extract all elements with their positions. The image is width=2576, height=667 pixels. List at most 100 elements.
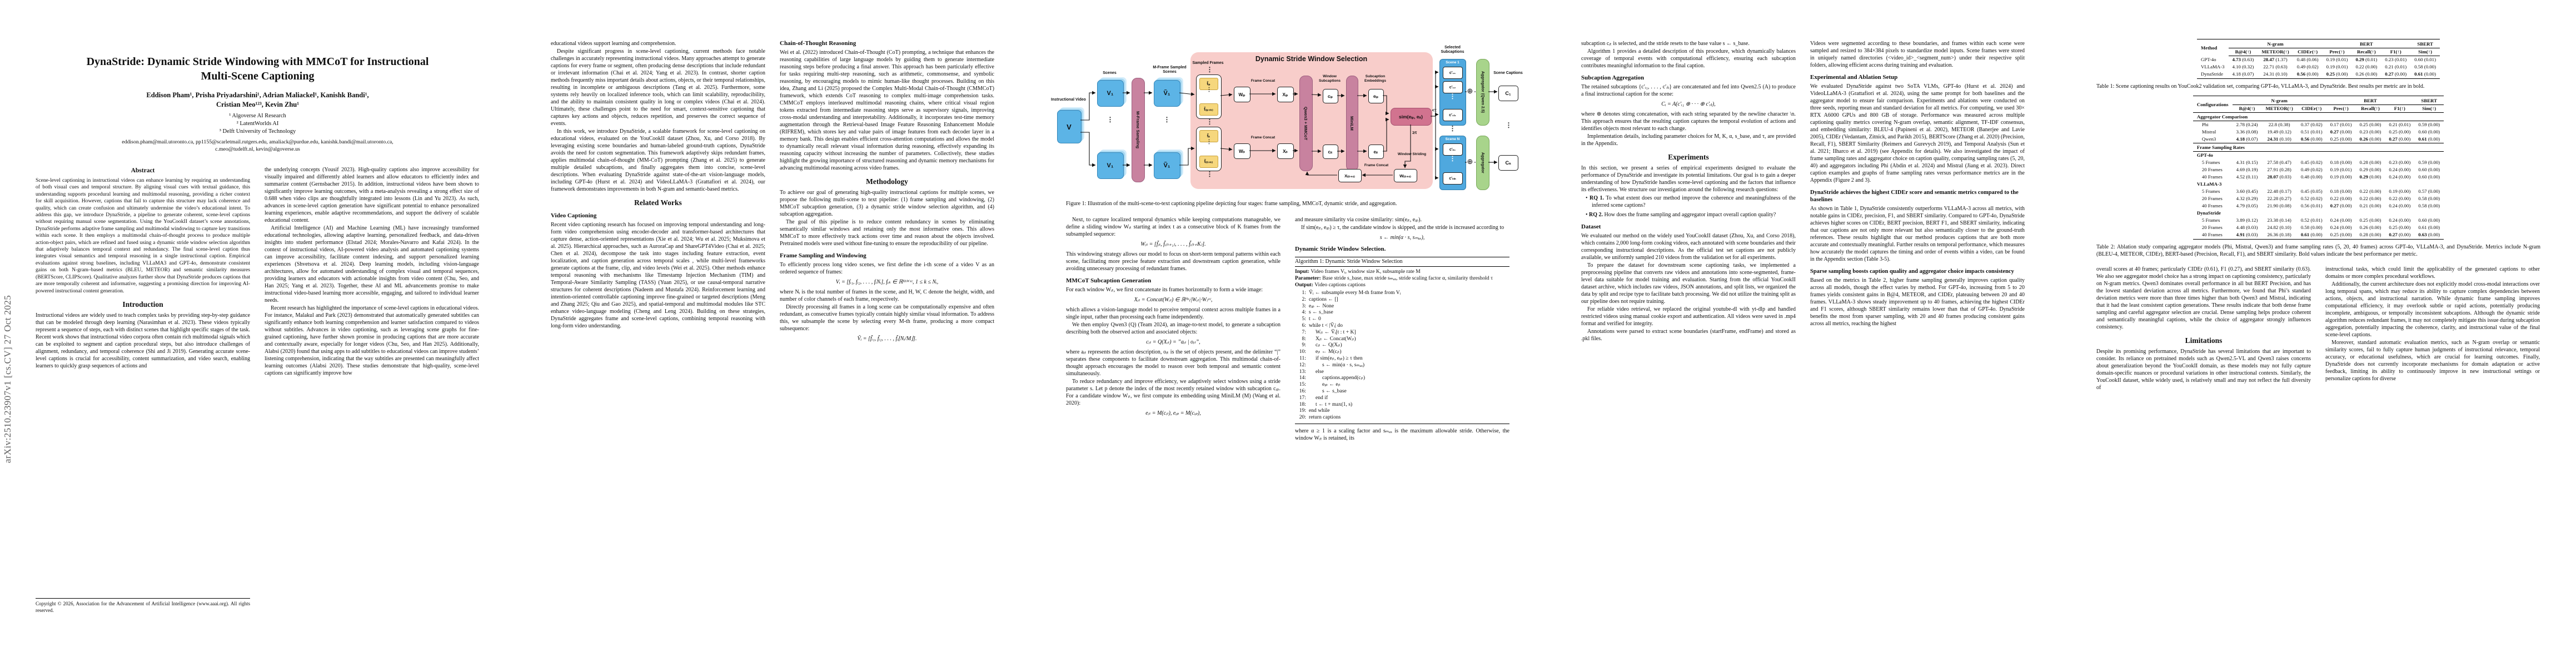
table-cell: 4.69 (0.19) — [2236, 167, 2258, 172]
algorithm-line: 11:if sim(eᵢₜ, eᵢₚ) ≥ τ then — [1299, 355, 1363, 361]
table-group-header: N-gram — [2232, 96, 2326, 105]
dots: ⋮ — [1206, 170, 1213, 178]
table-cell: 4.79 (0.05) — [2236, 203, 2258, 208]
algorithm-line: 8:Xᵢₜ ← Concat(Wᵢₜ) — [1302, 335, 1356, 342]
table-column-header: Prec(↑) — [2322, 48, 2352, 56]
table-cell: 0.26 (0.00) — [2351, 70, 2381, 79]
qwen3-mmcot-pill: Qwen3 + MMCoT — [1299, 76, 1313, 171]
table-section-label: Frame Sampling Rates — [2193, 142, 2444, 152]
dots: ⋮ — [1206, 87, 1212, 93]
paragraph: We evaluated our method on the widely us… — [1581, 233, 1796, 261]
table-cell: 0.24 (0.00) — [2389, 167, 2411, 172]
paragraph: Instructional videos are widely used to … — [36, 312, 250, 369]
table-cell: 22.71 (0.63) — [2263, 64, 2288, 69]
table-cell: 0.23 (0.01) — [2385, 57, 2407, 62]
table-cell: 0.27 (0.00) — [2330, 129, 2352, 135]
dots: ⋮ — [1449, 92, 1456, 100]
emails-line2: c.meo@tudelft.nl, kevin@algoverse.us — [215, 146, 300, 152]
dots: ⋮ — [1163, 116, 1170, 123]
paragraph: The retained subcaptions {c′ᵢ₁, . . . , … — [1581, 84, 1796, 97]
dots: ⋮ — [1206, 139, 1212, 145]
paragraph: To achieve our goal of generating high-q… — [780, 190, 994, 217]
page4-columns: subcaption cᵢₜ is selected, and the stri… — [1546, 0, 2061, 343]
table-cell: 0.21 (0.00) — [2359, 203, 2381, 208]
embedding-eit-node: eᵢₜ — [1368, 145, 1384, 159]
table-row-label: 20 Frames — [2201, 167, 2223, 172]
algorithm-input-text: Video frames Vᵢ, window size K, subsampl… — [1311, 268, 1421, 275]
page-3: Instructional Video V Scenes V₁ ⋮ V₁ M-F… — [1030, 0, 1546, 667]
table-cell: 0.59 (0.00) — [2418, 160, 2440, 165]
m-frame-sampling-label: M-Frame Sampling — [1135, 111, 1140, 149]
algorithm-parameter: Parameter: Base stride s_base, max strid… — [1295, 275, 1509, 282]
page5-columns: overall scores at 40 frames; particularl… — [2061, 266, 2576, 392]
table-section-label: Aggregator Comparison — [2193, 112, 2444, 121]
dots: ⋮ — [1449, 125, 1456, 132]
table-cell: 4.73 (0.63) — [2232, 57, 2254, 62]
table-column-header: Recall(↑) — [2351, 48, 2381, 56]
paragraph: the underlying concepts (Yousif 2023). H… — [265, 167, 479, 223]
page5-col-right: instructional tasks, which could limit t… — [2325, 266, 2540, 392]
table-column-header: B@4(↑) — [2228, 48, 2258, 56]
table-cell: 0.63 (0.00) — [2414, 231, 2444, 240]
table-column-header: CIDEr(↑) — [2293, 48, 2323, 56]
algorithm-line: 5:t ← 0 — [1302, 316, 1321, 322]
table-cell: 0.37 (0.02) — [2300, 122, 2323, 127]
table-group-header: SBERT — [2410, 39, 2440, 48]
table-cell: 0.45 (0.05) — [2300, 188, 2323, 194]
page2-col-right: Chain-of-Thought Reasoning Wei et al. (2… — [780, 40, 994, 345]
paragraph: where ⊕ denotes stirng concatenation, wi… — [1581, 111, 1796, 132]
page-4: subcaption cᵢₜ is selected, and the stri… — [1546, 0, 2061, 667]
algorithm-line: 19:end while — [1299, 407, 1330, 414]
paragraph: subcaption cᵢₜ is selected, and the stri… — [1581, 41, 1750, 47]
paragraph: We evaluated DynaStride against two SoTA… — [1810, 83, 2025, 183]
affiliation-3: ³ Delft University of Technology — [219, 128, 296, 135]
algorithm-line: 3:eᵢₚ ← None — [1302, 302, 1334, 309]
paragraph: Recent research has highlighted the impo… — [265, 305, 479, 376]
table-cell: 0.21 (0.01) — [2389, 122, 2411, 127]
minilm-pill: MiniLM — [1346, 76, 1358, 171]
table-column-header: F1(↑) — [2381, 48, 2411, 56]
subcaption-embeddings-label: Subcaption Embeddings — [1364, 74, 1386, 83]
paragraph: Videos were segmented according to these… — [1810, 41, 2025, 68]
table-cell: 0.60 (0.00) — [2418, 217, 2440, 223]
table-column-header: Sim(↑) — [2414, 104, 2444, 113]
table-cell: 4.18 (0.07) — [2228, 70, 2258, 79]
scene-captions-label: Scene Captions — [1493, 71, 1523, 75]
equation: Ṽᵢ = [f̃ᵢ₁, f̃ᵢ₂, . . . , f̃ᵢ⌊Nᵢ/M⌋]. — [857, 336, 917, 342]
setup-heading: Experimental and Ablation Setup — [1810, 74, 1898, 81]
caption-cN-node: Cₙ — [1498, 155, 1518, 171]
table-column-header: Recall(↑) — [2355, 104, 2385, 113]
algorithm-input: Input: Video frames Vᵢ, window size K, s… — [1295, 268, 1509, 275]
paragraph: Annotations were parsed to extract scene… — [1581, 328, 1796, 342]
paragraph: Artificial Intelligence (AI) and Machine… — [265, 225, 479, 303]
table-cell: 4.31 (0.15) — [2236, 160, 2258, 165]
paragraph: Despite its promising performance, DynaS… — [2096, 349, 2311, 391]
minilm-label: MiniLM — [1349, 116, 1354, 131]
table-cell: 4.52 (0.11) — [2236, 174, 2258, 180]
window-wip-node: Wᵢₚ — [1233, 87, 1250, 102]
subcaption-cip-node: cᵢₚ — [1322, 89, 1338, 103]
affiliation-2: ² LatentWorlds AI — [236, 121, 279, 127]
dots: ⋮ — [1449, 155, 1456, 162]
paragraph: In this section, we present a series of … — [1581, 165, 1796, 193]
subcaption-c11: c′₁₁ — [1442, 67, 1463, 79]
frame-fipk: f̃ᵢ₍ₚ₊ₖ₎ — [1199, 103, 1218, 116]
table-model-label: GPT-4o — [2196, 152, 2213, 158]
table-cell: 3.89 (0.12) — [2236, 217, 2258, 223]
table-column-header: CIDEr(↑) — [2296, 104, 2326, 113]
table-cell: 0.24 (0.00) — [2389, 217, 2411, 223]
table-cell: 0.49 (0.02) — [2300, 167, 2323, 172]
authors-line1: Eddison Pham¹, Prisha Priyadarshini¹, Ad… — [146, 91, 369, 99]
title-block: DynaStride: Dynamic Stride Windowing wit… — [0, 0, 515, 153]
cot-heading: Chain-of-Thought Reasoning — [780, 40, 856, 47]
table-cell: 3.60 (0.45) — [2236, 188, 2258, 194]
table-cell: 0.23 (0.00) — [2389, 160, 2411, 165]
authors-line2: Cristian Meo¹²³, Kevin Zhu¹ — [216, 101, 300, 108]
rq2-text: How does the frame sampling and aggregat… — [1604, 212, 1776, 218]
algorithm-line: 12:s ← min(α · s, sₘₐₓ) — [1299, 361, 1365, 368]
scene1-panel-title: Scene 1 — [1446, 61, 1459, 64]
paragraph: where aᵢₜ represents the action descript… — [1066, 349, 1280, 377]
